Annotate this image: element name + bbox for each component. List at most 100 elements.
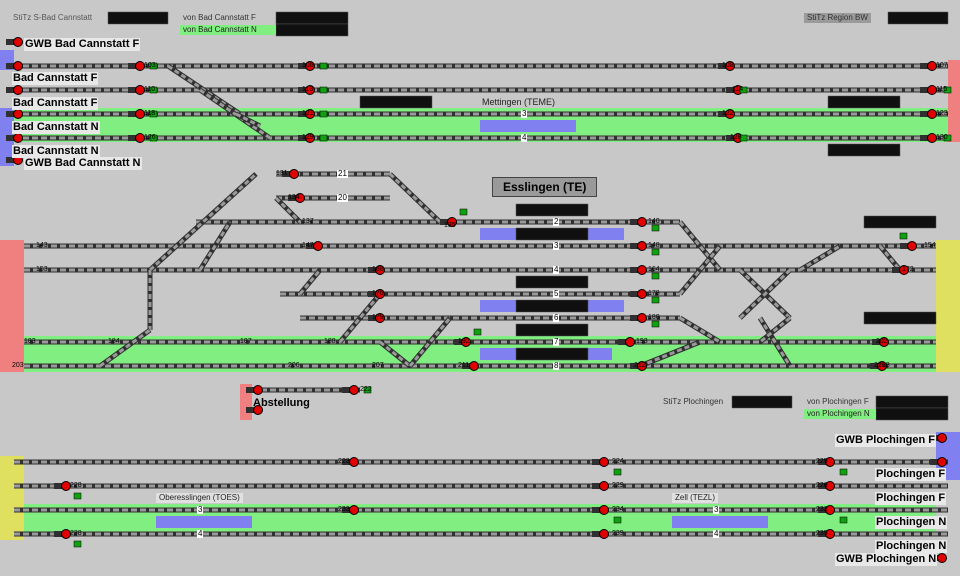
switch-e[interactable] xyxy=(408,317,452,367)
switch-f[interactable] xyxy=(678,221,722,271)
signal-aspect-green-26 xyxy=(839,516,848,524)
switch-b[interactable] xyxy=(298,269,322,295)
station-mettingen: Mettingen (TEME) xyxy=(482,97,556,107)
signal-aspect-green-6 xyxy=(319,110,328,118)
signal-44[interactable] xyxy=(253,405,263,415)
signal-aspect-green-18 xyxy=(473,328,482,336)
signal-57[interactable] xyxy=(937,433,947,443)
signal-41[interactable] xyxy=(877,361,887,371)
signal-2[interactable] xyxy=(13,85,23,95)
signal-aspect-green-11 xyxy=(943,134,952,142)
signal-8[interactable] xyxy=(135,109,145,119)
signal-33[interactable] xyxy=(637,265,647,275)
switch-i[interactable] xyxy=(878,245,902,271)
branch-left-low[interactable] xyxy=(99,328,151,368)
signal-number: 126 xyxy=(144,134,156,141)
crossing-c[interactable] xyxy=(758,317,792,367)
branch-21-down[interactable] xyxy=(388,172,442,224)
signal-10[interactable] xyxy=(305,61,315,71)
signal-mast-52 xyxy=(592,531,602,537)
signal-16[interactable] xyxy=(725,109,735,119)
signal-number: 121 xyxy=(302,110,314,117)
signal-mast-26 xyxy=(368,291,378,297)
crossover-top-c[interactable] xyxy=(235,112,261,128)
crossing-b[interactable] xyxy=(738,268,792,320)
signal-23[interactable] xyxy=(295,193,305,203)
signal-31[interactable] xyxy=(637,217,647,227)
signal-4[interactable] xyxy=(13,133,23,143)
signal-26[interactable] xyxy=(375,289,385,299)
switch-k[interactable] xyxy=(639,340,701,368)
signal-14[interactable] xyxy=(725,61,735,71)
signal-28[interactable] xyxy=(461,337,471,347)
signal-38[interactable] xyxy=(907,241,917,251)
branch-20-down[interactable] xyxy=(274,196,302,224)
station-esslingen: Esslingen (TE) xyxy=(492,177,598,197)
signal-mast-10 xyxy=(298,63,308,69)
signal-46[interactable] xyxy=(599,457,609,467)
signal-mast-17 xyxy=(726,135,736,141)
station-bad-cannstatt-n-2: Bad Cannstatt N xyxy=(12,145,100,158)
signal-22[interactable] xyxy=(289,169,299,179)
switch-d[interactable] xyxy=(379,340,411,368)
station-bad-cannstatt-f-1: Bad Cannstatt F xyxy=(12,72,99,85)
signal-50[interactable] xyxy=(599,505,609,515)
from-bad-cannstatt-f-label: von Bad Cannstatt F xyxy=(180,13,259,23)
signal-mast-24 xyxy=(306,243,316,249)
signal-56[interactable] xyxy=(825,529,835,539)
signal-54[interactable] xyxy=(825,481,835,491)
station-plochingen-f-1: Plochingen F xyxy=(875,468,947,481)
signal-20[interactable] xyxy=(927,109,937,119)
switch-c[interactable] xyxy=(338,293,382,343)
signal-aspect-green-17 xyxy=(651,320,660,328)
signal-12[interactable] xyxy=(305,109,315,119)
signal-43[interactable] xyxy=(349,385,359,395)
signal-58[interactable] xyxy=(937,457,947,467)
signal-45[interactable] xyxy=(349,457,359,467)
signal-42[interactable] xyxy=(253,385,263,395)
signal-24[interactable] xyxy=(313,241,323,251)
signal-number: 187 xyxy=(240,338,252,345)
signal-51[interactable] xyxy=(61,529,71,539)
signal-36[interactable] xyxy=(625,337,635,347)
crossover-top-b[interactable] xyxy=(199,88,271,140)
signal-25[interactable] xyxy=(375,265,385,275)
signal-mast-28 xyxy=(454,339,464,345)
switch-a[interactable] xyxy=(198,221,232,271)
signal-32[interactable] xyxy=(637,241,647,251)
signal-number: 172 xyxy=(902,266,914,273)
signal-34[interactable] xyxy=(637,289,647,299)
signal-47[interactable] xyxy=(61,481,71,491)
signal-59[interactable] xyxy=(937,553,947,563)
signal-7[interactable] xyxy=(135,85,145,95)
signal-39[interactable] xyxy=(899,265,909,275)
signal-40[interactable] xyxy=(879,337,889,347)
signal-0[interactable] xyxy=(13,37,23,47)
signal-27[interactable] xyxy=(375,313,385,323)
signal-19[interactable] xyxy=(927,85,937,95)
signal-21[interactable] xyxy=(927,133,937,143)
signal-aspect-green-1 xyxy=(149,86,158,94)
crossing-d[interactable] xyxy=(759,316,791,344)
signal-29[interactable] xyxy=(469,361,479,371)
signal-37[interactable] xyxy=(637,361,647,371)
signal-18[interactable] xyxy=(927,61,937,71)
signal-number: 114 xyxy=(732,86,744,93)
signal-1[interactable] xyxy=(13,61,23,71)
signal-6[interactable] xyxy=(135,61,145,71)
signal-48[interactable] xyxy=(599,481,609,491)
signal-9[interactable] xyxy=(135,133,145,143)
signal-35[interactable] xyxy=(637,313,647,323)
signal-55[interactable] xyxy=(825,505,835,515)
signal-30[interactable] xyxy=(447,217,457,227)
signal-13[interactable] xyxy=(305,133,315,143)
signal-number: 122 xyxy=(722,110,734,117)
switch-g[interactable] xyxy=(678,245,722,295)
signal-mast-48 xyxy=(592,483,602,489)
signal-11[interactable] xyxy=(305,85,315,95)
block-display-15 xyxy=(731,395,793,409)
signal-52[interactable] xyxy=(599,529,609,539)
signal-53[interactable] xyxy=(825,457,835,467)
signal-3[interactable] xyxy=(13,109,23,119)
signal-49[interactable] xyxy=(349,505,359,515)
